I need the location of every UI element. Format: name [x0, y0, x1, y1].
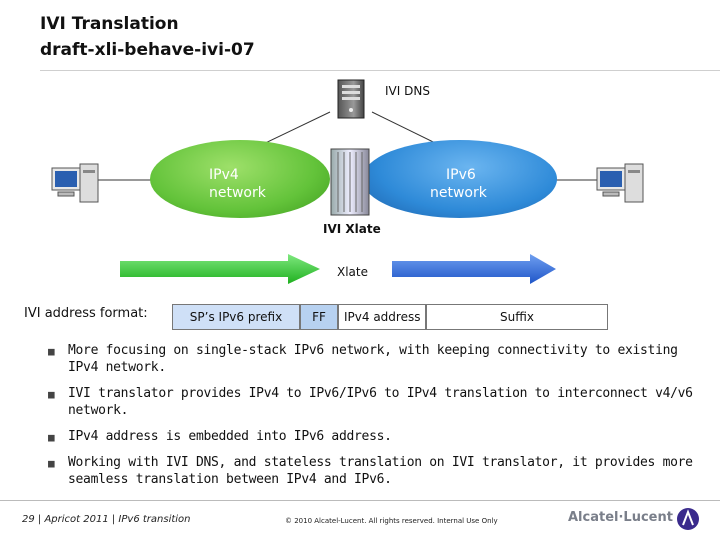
company-logo-icon: [676, 507, 700, 535]
bullet-text: More focusing on single-stack IPv6 netwo…: [68, 343, 678, 375]
format-field-prefix: SP’s IPv6 prefix: [172, 304, 300, 330]
ipv4-bubble-line2: network: [209, 185, 266, 201]
green-arrow: [120, 254, 320, 284]
bullet-text: IVI translator provides IPv4 to IPv6/IPv…: [68, 386, 693, 418]
ipv6-network-bubble: [362, 140, 557, 218]
bullet-text: Working with IVI DNS, and stateless tran…: [68, 455, 693, 487]
computer-right-icon: [595, 162, 645, 208]
slide-title: IVI Translation: [40, 14, 179, 34]
ipv6-bubble-line1: IPv6: [446, 167, 476, 183]
bullet-item: ■ IVI translator provides IPv4 to IPv6/IP…: [48, 385, 698, 419]
bullet-item: ■ IPv4 address is embedded into IPv6 addr…: [48, 428, 698, 445]
blue-arrow: [392, 254, 556, 284]
translation-arrows: [120, 254, 556, 284]
bullet-text: IPv4 address is embedded into IPv6 addre…: [68, 429, 392, 444]
dns-label: IVI DNS: [385, 84, 430, 98]
bullet-icon: ■: [48, 457, 55, 470]
xlate-device-icon: [330, 148, 370, 220]
ipv4-network-bubble: [150, 140, 330, 218]
footer-divider: [0, 500, 720, 501]
bullet-list: ■ More focusing on single-stack IPv6 netw…: [48, 342, 698, 497]
address-format-label: IVI address format:: [24, 306, 148, 321]
dns-server-icon: [336, 78, 366, 124]
bullet-icon: ■: [48, 345, 55, 358]
footer-left-text: 29 | Apricot 2011 | IPv6 transition: [22, 514, 191, 525]
company-logo-text: Alcatel·Lucent: [568, 510, 673, 525]
footer-copyright: © 2010 Alcatel-Lucent. All rights reserv…: [285, 517, 498, 525]
arrow-xlate-label: Xlate: [337, 265, 368, 279]
bullet-icon: ■: [48, 431, 55, 444]
format-field-ipv4: IPv4 address: [338, 304, 426, 330]
ipv6-bubble-line2: network: [430, 185, 487, 201]
bullet-item: ■ Working with IVI DNS, and stateless tra…: [48, 454, 698, 488]
title-divider: [40, 70, 720, 71]
bullet-icon: ■: [48, 388, 55, 401]
format-field-suffix: Suffix: [426, 304, 608, 330]
slide-subtitle: draft-xli-behave-ivi-07: [40, 40, 255, 60]
bullet-item: ■ More focusing on single-stack IPv6 netw…: [48, 342, 698, 376]
format-field-ff: FF: [300, 304, 338, 330]
ipv4-bubble-line1: IPv4: [209, 167, 239, 183]
xlate-device-label: IVI Xlate: [323, 222, 381, 236]
computer-left-icon: [50, 162, 100, 208]
